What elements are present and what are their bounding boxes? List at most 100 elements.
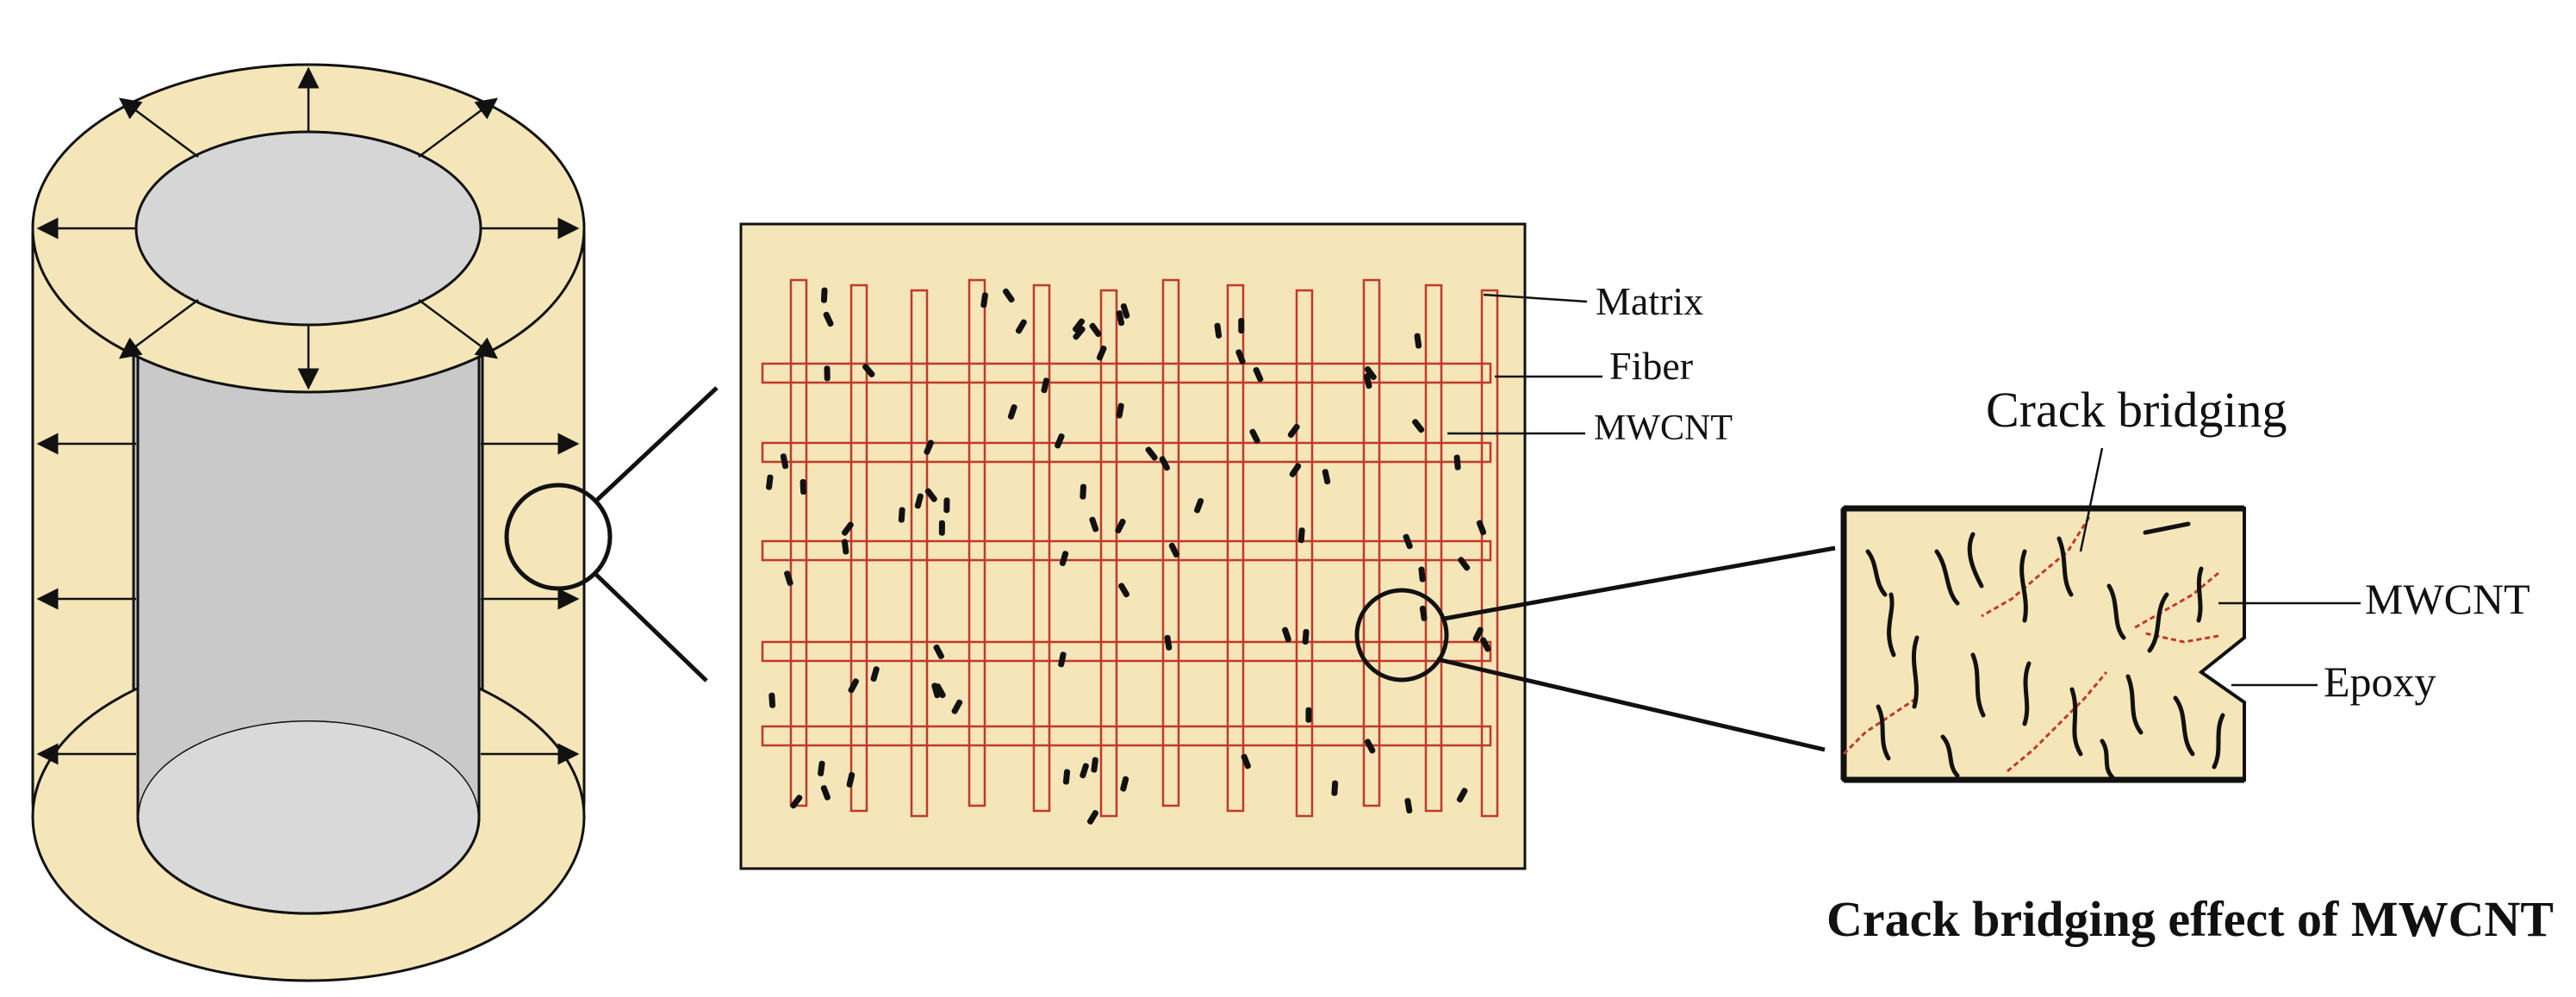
mwcnt-speck [1120, 776, 1129, 792]
mwcnt-speck [1253, 367, 1264, 383]
mwcnt-speck [1322, 469, 1331, 485]
composite-panel: Matrix Fiber MWCNT [739, 222, 1733, 870]
zoom-circle-panel [1354, 588, 1449, 682]
mwcnt-label-right: MWCNT [2365, 575, 2530, 623]
mwcnt-speck [924, 488, 937, 502]
mwcnt-speck [1055, 433, 1065, 449]
mwcnt-speck [1058, 651, 1067, 668]
mwcnt-speck [848, 678, 859, 694]
mwcnt-speck [1453, 454, 1461, 470]
mwcnt-tube [2143, 521, 2191, 535]
mwcnt-speck [1364, 365, 1377, 381]
pressure-arrows-body [36, 433, 580, 765]
mwcnt-tubes [1865, 521, 2225, 780]
fiber-vertical [1424, 284, 1443, 813]
mwcnt-speck [1168, 542, 1179, 558]
fiber-vertical [789, 278, 808, 807]
mwcnt-speck [1456, 788, 1468, 803]
fiber-horizontal [761, 441, 1492, 464]
mwcnt-speck [1118, 583, 1130, 598]
mwcnt-tube [2100, 738, 2115, 780]
mwcnt-tube [2147, 592, 2169, 653]
cylinder-tube [31, 63, 613, 982]
mwcnt-speck [824, 365, 831, 382]
mwcnt-speck [1041, 377, 1049, 394]
mwcnt-speck [766, 474, 774, 490]
mwcnt-speck [1015, 319, 1027, 334]
mwcnt-speck [1089, 322, 1102, 338]
mwcnt-tube [2173, 695, 2195, 757]
fiber-vertical [1480, 289, 1499, 818]
fiber-horizontal [761, 539, 1492, 562]
mwcnt-speck [1080, 483, 1087, 500]
mwcnt-speck [1086, 810, 1098, 825]
zoom-circle-cylinder [504, 483, 613, 591]
composite-panel-bg [739, 222, 1527, 870]
fiber-vertical [1226, 284, 1245, 813]
mwcnt-speck [823, 311, 834, 327]
mwcnt-tube [2196, 566, 2204, 623]
mwcnt-tube [2125, 674, 2144, 735]
mwcnt-tube [2056, 536, 2074, 597]
fiber-vertical [1032, 284, 1051, 813]
mwcnt-speck [1159, 456, 1171, 471]
mwcnt-speck [914, 493, 924, 509]
mwcnt-tube [1967, 532, 1984, 589]
figure-caption: Crack bridging effect of MWCNT [1826, 891, 2554, 947]
mwcnt-speck [1120, 302, 1130, 319]
mwcnt-speck [1164, 634, 1173, 651]
mwcnt-speck [1297, 527, 1305, 544]
fiber-vertical [1099, 289, 1118, 818]
fiber-vertical [968, 278, 986, 807]
mwcnt-speck [1007, 404, 1017, 420]
mwcnt-speck [1458, 557, 1471, 571]
mwcnt-speck [1419, 605, 1428, 621]
crack-line [1842, 696, 1918, 756]
mwcnt-speck [1476, 520, 1487, 536]
mwcnt-label-mid: MWCNT [1594, 408, 1733, 448]
mwcnt-tube [1876, 704, 1891, 761]
mwcnt-tube [1865, 549, 1888, 597]
mwcnt-speck [1403, 533, 1413, 550]
mwcnt-speck [933, 644, 944, 660]
mwcnt-tube [1970, 652, 1986, 718]
mwcnt-speck [1062, 769, 1071, 785]
mwcnt-tube [2019, 549, 2028, 623]
mwcnt-tube [2212, 713, 2225, 770]
mwcnt-speck [820, 785, 831, 801]
mwcnt-speck [1116, 402, 1124, 419]
mwcnt-speck [862, 364, 875, 377]
fiber-horizontal [761, 640, 1492, 663]
mwcnt-speck [1116, 310, 1125, 327]
mwcnt-speck [841, 539, 849, 555]
fiber-horizontal [761, 725, 1492, 747]
fiber-horizontal [761, 362, 1492, 384]
pressure-arrows-top [36, 66, 580, 390]
mwcnt-speck [1418, 566, 1426, 583]
crack-bridging-leader [2079, 447, 2104, 552]
mwcnt-speck [1072, 318, 1086, 333]
mwcnt-tube [2022, 661, 2032, 726]
fiber-vertical [1362, 278, 1381, 807]
mwcnt-speck [768, 692, 776, 708]
mwcnt-tube [1934, 549, 1960, 606]
matrix-label: Matrix [1596, 279, 1703, 323]
mwcnt-speck [800, 478, 807, 495]
mwcnt-speck [951, 699, 963, 714]
matrix-leader [1483, 293, 1588, 303]
mwcnt-speck [1364, 738, 1376, 754]
cylinder-bore-wall-front [138, 280, 479, 817]
crack-detail-panel: Crack bridging MWCNT Epoxy Crack bridgin… [1826, 382, 2554, 947]
fiber-vertical [1161, 278, 1180, 807]
zoom-lines-1 [593, 386, 719, 682]
mwcnt-speck [1145, 446, 1158, 461]
mwcnt-speck [1305, 707, 1312, 723]
mwcnt-speck [943, 497, 950, 514]
mwcnt-speck [1115, 518, 1126, 534]
mwcnt-tube [2106, 583, 2126, 640]
mwcnt-speck [1404, 798, 1413, 814]
mwcnt-speck [1193, 497, 1204, 514]
mwcnt-speck [1331, 780, 1339, 796]
fiber-vertical [910, 289, 929, 818]
vertical-fibers [789, 278, 1499, 818]
